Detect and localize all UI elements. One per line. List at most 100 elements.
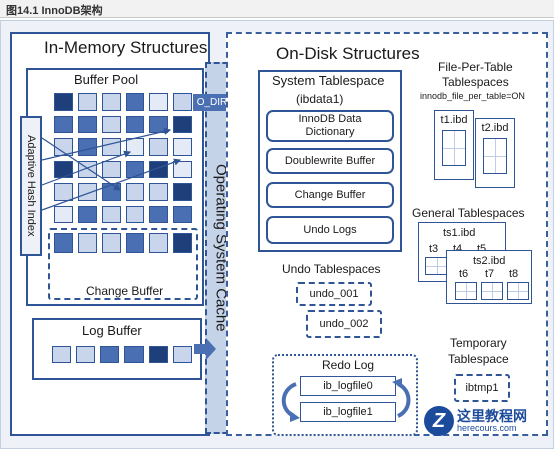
- buffer-pool-page: [173, 205, 192, 223]
- temporary-tablespace-title-line1: Temporary: [450, 336, 507, 350]
- buffer-pool-page: [54, 115, 73, 133]
- log-buffer-page: [100, 346, 120, 363]
- in-memory-title: In-Memory Structures: [44, 38, 208, 57]
- buffer-pool-page: [54, 205, 73, 223]
- buffer-pool-page: [125, 183, 145, 201]
- ib-logfile1-file: ib_logfile1: [300, 402, 396, 422]
- ts2-table-icon-2: [481, 282, 503, 300]
- buffer-pool-page: [125, 115, 145, 133]
- hash-arrow: [41, 158, 182, 211]
- log-buffer-pages: [52, 346, 192, 363]
- undo-002-label: undo_002: [319, 318, 369, 330]
- buffer-pool-page: [54, 93, 73, 111]
- doublewrite-buffer-box: Doublewrite Buffer: [266, 148, 394, 174]
- buffer-pool-pages: [54, 93, 192, 223]
- change-buffer-page: [125, 233, 145, 253]
- ib-logfile1-label: ib_logfile1: [323, 406, 373, 418]
- change-buffer-page: [54, 233, 73, 253]
- buffer-pool-page: [125, 93, 145, 111]
- watermark: Z 这里教程网 herecours.com: [424, 406, 527, 436]
- adaptive-hash-index-label: Adaptive Hash Index: [25, 135, 37, 237]
- log-buffer-to-cache-arrow: [194, 338, 216, 360]
- undo-logs-label: Undo Logs: [303, 223, 357, 236]
- ts1-table-t3: t3: [429, 243, 439, 255]
- ibtmp1-label: ibtmp1: [465, 382, 499, 394]
- log-buffer-page: [76, 346, 96, 363]
- redo-cycle-arrow-left-head: [290, 411, 300, 422]
- watermark-logo-icon: Z: [424, 406, 454, 436]
- buffer-pool-page: [77, 205, 97, 223]
- buffer-pool-page: [149, 160, 169, 178]
- t2-ibd-label: t2.ibd: [481, 122, 509, 134]
- file-per-table-setting: innodb_file_per_table=ON: [420, 91, 525, 101]
- buffer-pool-page: [54, 183, 73, 201]
- change-buffer-region: [48, 228, 198, 300]
- undo-tablespaces-title: Undo Tablespaces: [282, 262, 381, 276]
- t2-ibd-file: t2.ibd: [475, 118, 515, 188]
- system-change-buffer-box: Change Buffer: [266, 182, 394, 208]
- ts1-ibd-label: ts1.ibd: [443, 227, 476, 239]
- system-change-buffer-label: Change Buffer: [294, 188, 366, 201]
- buffer-pool-page: [173, 183, 192, 201]
- buffer-pool-page: [173, 115, 192, 133]
- file-per-table-title-line2: Tablespaces: [442, 75, 509, 89]
- watermark-site-url: herecours.com: [457, 423, 517, 433]
- hash-arrow: [41, 137, 121, 191]
- system-tablespace-title: System Tablespace: [272, 73, 385, 88]
- os-cache-label: Operating System Cache: [212, 164, 230, 332]
- buffer-pool-page: [149, 93, 169, 111]
- redo-cycle-arrow-right: [396, 382, 411, 418]
- buffer-pool-page: [101, 205, 121, 223]
- ts2-table-icon-3: [507, 282, 529, 300]
- change-buffer-page: [101, 233, 121, 253]
- ts1-table-t5: t5: [477, 243, 487, 255]
- log-buffer-page: [52, 346, 72, 363]
- data-dictionary-label: InnoDB Data Dictionary: [298, 113, 362, 138]
- buffer-pool-page: [77, 115, 97, 133]
- file-per-table-title-line1: File-Per-Table: [438, 60, 513, 74]
- undo-001-label: undo_001: [309, 288, 359, 300]
- figure-caption: 图14.1 InnoDB架构: [6, 5, 103, 17]
- ib-logfile0-file: ib_logfile0: [300, 376, 396, 396]
- change-buffer-label: Change Buffer: [86, 284, 164, 298]
- on-disk-title: On-Disk Structures: [276, 44, 420, 63]
- buffer-pool-page: [125, 205, 145, 223]
- data-dictionary-box: InnoDB Data Dictionary: [266, 110, 394, 142]
- hash-arrow: [41, 127, 172, 161]
- buffer-pool-page: [149, 138, 169, 156]
- temporary-tablespace-title-line2: Tablespace: [448, 352, 509, 366]
- doublewrite-buffer-label: Doublewrite Buffer: [284, 154, 376, 167]
- redo-log-title: Redo Log: [322, 358, 375, 372]
- change-buffer-page: [149, 233, 169, 253]
- buffer-pool-title: Buffer Pool: [74, 72, 139, 87]
- undo-002-file: undo_002: [306, 310, 382, 338]
- t1-ibd-table-icon: [442, 130, 466, 166]
- buffer-pool-page: [101, 160, 121, 178]
- log-buffer-page: [124, 346, 144, 363]
- ts2-table-icon-1: [455, 282, 477, 300]
- ts2-table-t7: t7: [485, 268, 495, 280]
- redo-cycle-arrow-right-head: [392, 378, 402, 388]
- o-direct-label: O_DIRECT: [196, 97, 248, 108]
- change-buffer-page: [77, 233, 97, 253]
- caption-bar: [0, 0, 554, 18]
- hash-index-arrows: [41, 127, 182, 211]
- undo-001-file: undo_001: [296, 282, 372, 306]
- ts2-ibd-file: ts2.ibd t6 t7 t8: [446, 250, 532, 304]
- change-buffer-pages: [54, 233, 192, 253]
- log-buffer-page: [148, 346, 168, 363]
- general-tablespaces-title: General Tablespaces: [412, 206, 525, 220]
- watermark-site-name: 这里教程网: [457, 408, 527, 424]
- buffer-pool-page: [173, 138, 192, 156]
- t1-ibd-label: t1.ibd: [440, 114, 468, 126]
- ts1-table-t4: t4: [453, 243, 463, 255]
- hash-arrow: [41, 150, 132, 186]
- buffer-pool-page: [101, 93, 121, 111]
- buffer-pool-page: [77, 93, 97, 111]
- adaptive-hash-index-box: Adaptive Hash Index: [20, 116, 42, 256]
- ts2-table-t6: t6: [459, 268, 469, 280]
- buffer-pool-page: [149, 183, 169, 201]
- log-buffer-title: Log Buffer: [82, 323, 142, 338]
- t2-ibd-table-icon: [483, 138, 507, 174]
- ib-logfile0-label: ib_logfile0: [323, 380, 373, 392]
